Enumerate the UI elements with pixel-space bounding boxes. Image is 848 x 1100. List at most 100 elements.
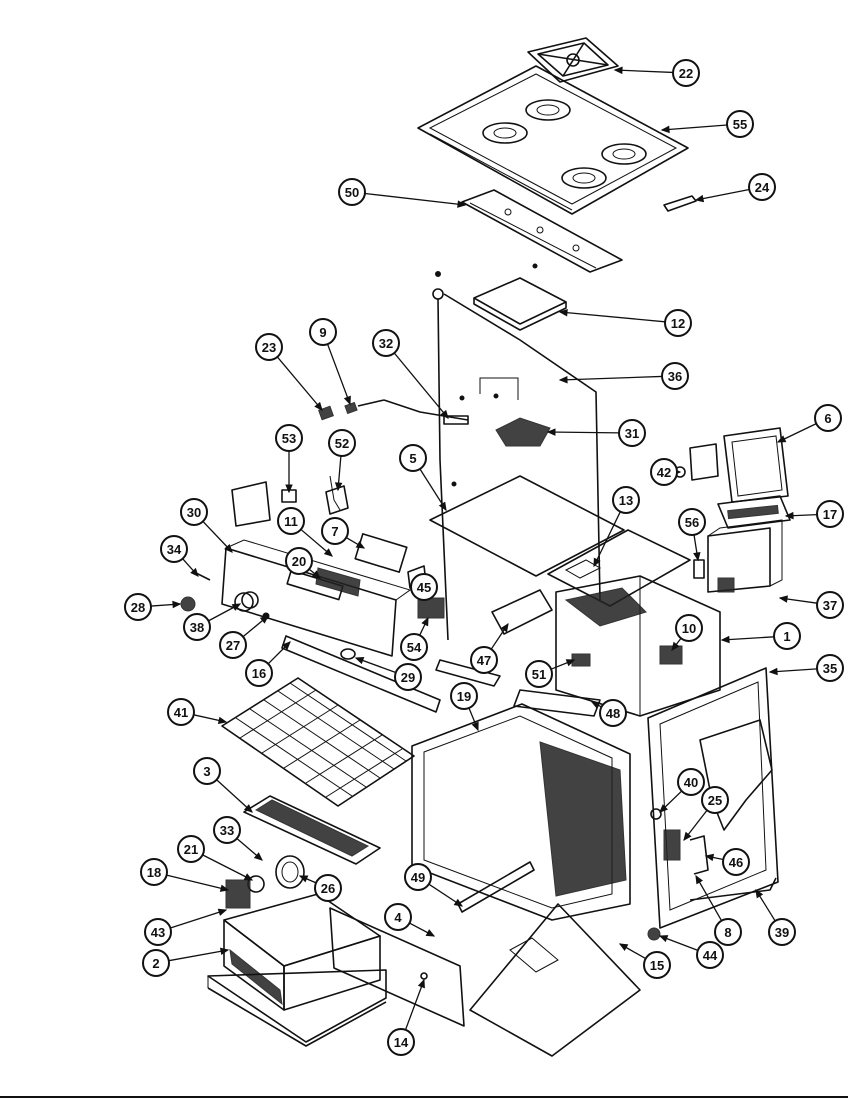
part-drawings bbox=[180, 37, 791, 1057]
part-oven-liner bbox=[411, 703, 631, 921]
leader-arrow-4 bbox=[425, 929, 436, 937]
callout-28: 28 bbox=[124, 593, 152, 621]
callout-number: 1 bbox=[783, 629, 790, 644]
callout-24: 24 bbox=[748, 173, 776, 201]
callout-number: 13 bbox=[619, 493, 633, 508]
callout-circle bbox=[384, 903, 412, 931]
callout-number: 35 bbox=[823, 661, 837, 676]
leader-arrow-9 bbox=[343, 395, 351, 406]
leader-arrow-44 bbox=[658, 935, 669, 943]
callout-2: 2 bbox=[142, 949, 170, 977]
callout-number: 44 bbox=[703, 948, 718, 963]
callout-number: 4 bbox=[394, 910, 402, 925]
leader-arrow-6 bbox=[776, 435, 787, 443]
callout-number: 28 bbox=[131, 600, 145, 615]
callout-43: 43 bbox=[144, 918, 172, 946]
part-oven-top bbox=[429, 475, 691, 607]
callout-circle bbox=[144, 918, 172, 946]
callout-circle bbox=[404, 863, 432, 891]
callout-number: 51 bbox=[532, 667, 546, 682]
callout-circle bbox=[678, 508, 706, 536]
callout-circle bbox=[612, 486, 640, 514]
callout-circle bbox=[399, 444, 427, 472]
leader-arrow-26 bbox=[298, 875, 309, 883]
callout-circle bbox=[394, 663, 422, 691]
callout-circle bbox=[372, 329, 400, 357]
callout-number: 15 bbox=[650, 958, 664, 973]
callout-circle bbox=[245, 659, 273, 687]
page-bottom-rule bbox=[0, 1096, 848, 1098]
callout-circle bbox=[277, 507, 305, 535]
callout-circle bbox=[677, 768, 705, 796]
callout-26: 26 bbox=[314, 874, 342, 902]
callout-40: 40 bbox=[677, 768, 705, 796]
part-valve bbox=[459, 377, 551, 447]
callout-circle bbox=[180, 498, 208, 526]
callout-32: 32 bbox=[372, 329, 400, 357]
leader-arrow-17 bbox=[784, 511, 794, 520]
leader-arrow-19 bbox=[471, 721, 479, 732]
callout-number: 22 bbox=[679, 66, 693, 81]
leader-arrow-20 bbox=[311, 570, 321, 579]
part-grate bbox=[527, 37, 619, 83]
leader-line-23 bbox=[276, 356, 323, 411]
leader-line-35 bbox=[769, 668, 818, 673]
leader-line-2 bbox=[168, 949, 229, 962]
callout-27: 27 bbox=[219, 631, 247, 659]
leader-arrow-37 bbox=[778, 595, 788, 603]
leader-arrow-8 bbox=[695, 874, 703, 885]
callout-number: 47 bbox=[477, 653, 491, 668]
callout-circle bbox=[696, 941, 724, 969]
callout-48: 48 bbox=[599, 699, 627, 727]
leader-line-9 bbox=[326, 343, 351, 405]
leader-arrow-56 bbox=[693, 552, 701, 562]
callout-circle bbox=[643, 951, 671, 979]
part-small-bracket bbox=[663, 195, 697, 212]
callout-number: 38 bbox=[190, 620, 204, 635]
callout-circle bbox=[814, 404, 842, 432]
callout-circle bbox=[450, 682, 478, 710]
callout-circle bbox=[816, 500, 844, 528]
callout-circle bbox=[314, 874, 342, 902]
callout-50: 50 bbox=[338, 178, 366, 206]
callout-55: 55 bbox=[726, 110, 754, 138]
callout-52: 52 bbox=[328, 429, 356, 457]
leader-line-22 bbox=[614, 69, 674, 74]
callout-11: 11 bbox=[277, 507, 305, 535]
leader-line-55 bbox=[661, 124, 728, 131]
callout-36: 36 bbox=[661, 362, 689, 390]
part-vent-duct bbox=[717, 427, 791, 529]
callout-circle bbox=[177, 835, 205, 863]
leader-arrow-18 bbox=[219, 884, 230, 892]
leader-arrow-5 bbox=[438, 501, 447, 512]
callout-number: 7 bbox=[331, 524, 338, 539]
leader-arrow-24 bbox=[694, 194, 705, 203]
leader-arrow-21 bbox=[243, 873, 254, 881]
leader-arrow-3 bbox=[243, 804, 253, 813]
leader-arrow-7 bbox=[355, 540, 366, 549]
callout-13: 13 bbox=[612, 486, 640, 514]
callout-circle bbox=[675, 614, 703, 642]
part-rear-brackets bbox=[231, 443, 719, 527]
callout-circle bbox=[773, 622, 801, 650]
callout-16: 16 bbox=[245, 659, 273, 687]
callout-circle bbox=[321, 517, 349, 545]
leader-arrow-54 bbox=[421, 616, 429, 627]
leader-line-50 bbox=[364, 192, 466, 206]
part-knobs bbox=[180, 571, 254, 612]
callout-number: 30 bbox=[187, 505, 201, 520]
callout-number: 37 bbox=[823, 598, 837, 613]
callout-54: 54 bbox=[400, 633, 428, 661]
callout-number: 19 bbox=[457, 689, 471, 704]
leader-arrow-30 bbox=[224, 543, 233, 553]
callout-number: 10 bbox=[682, 621, 696, 636]
callout-circle bbox=[722, 848, 750, 876]
callout-circle bbox=[387, 1028, 415, 1056]
callout-1: 1 bbox=[773, 622, 801, 650]
callout-22: 22 bbox=[672, 59, 700, 87]
callout-circle bbox=[701, 786, 729, 814]
callout-circle bbox=[618, 419, 646, 447]
callout-circle bbox=[599, 699, 627, 727]
leader-line-1 bbox=[721, 636, 775, 641]
